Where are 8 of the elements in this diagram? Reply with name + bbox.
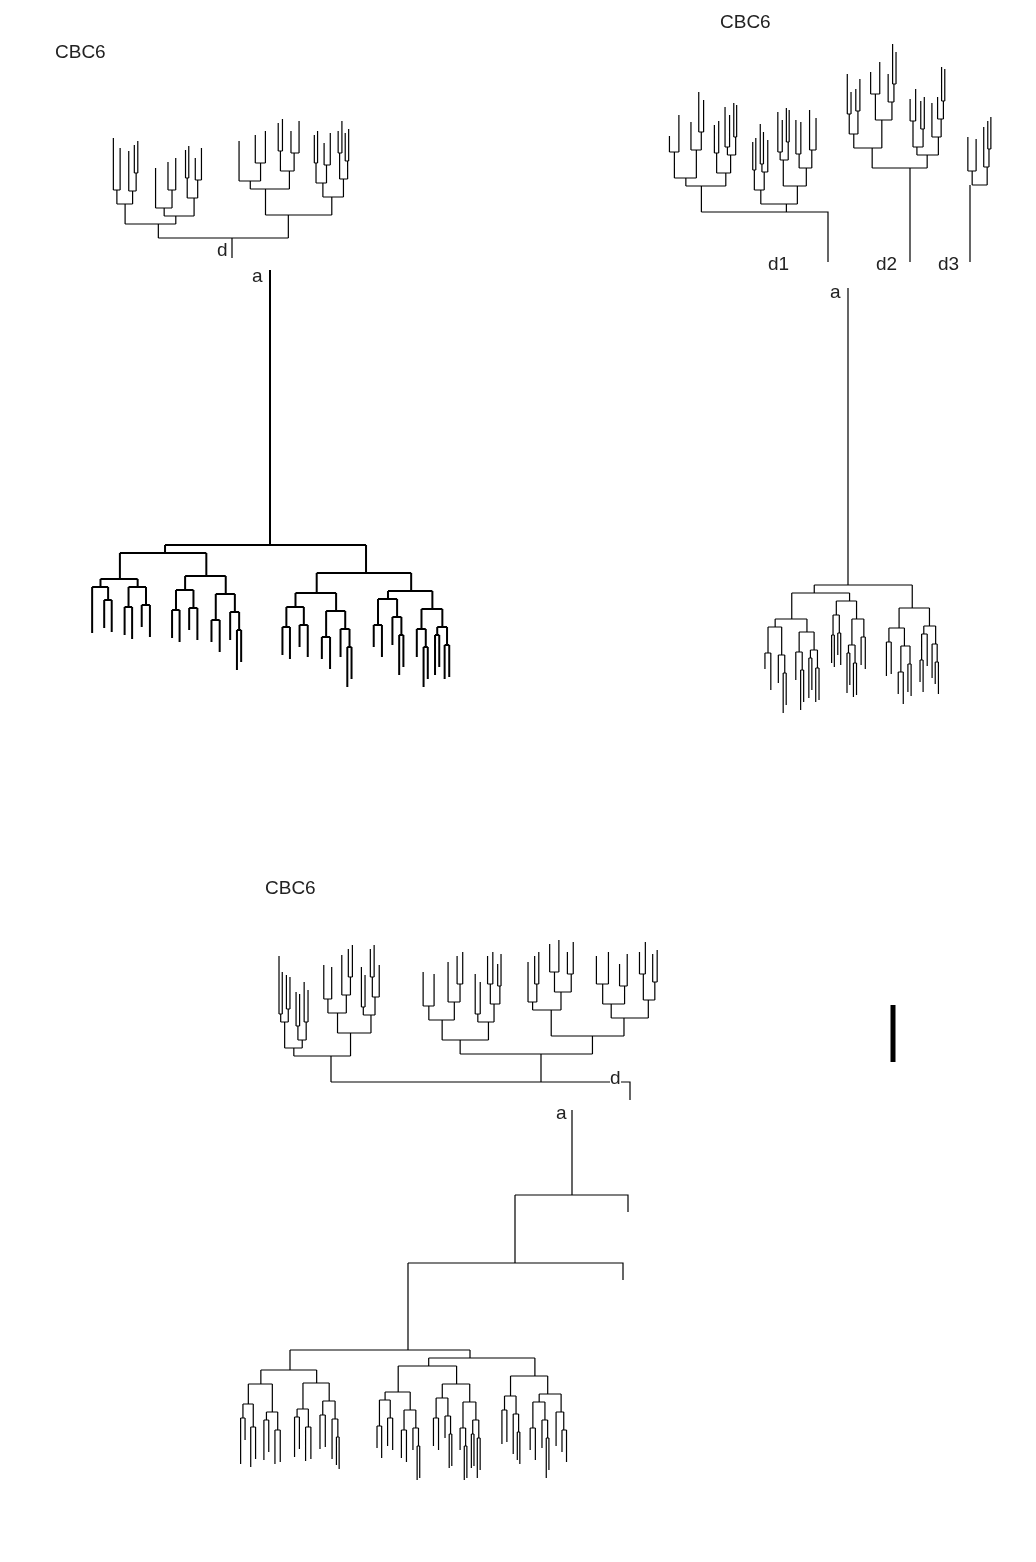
tree-label: CBC6 — [265, 878, 316, 897]
tree-label: d3 — [938, 254, 960, 273]
tree-label: d1 — [768, 254, 790, 273]
tree-label: CBC6 — [720, 12, 771, 31]
tree-label: d2 — [876, 254, 898, 273]
tree-label: d — [217, 240, 228, 259]
tree-label: CBC6 — [55, 42, 106, 61]
tree-label: d — [610, 1068, 621, 1087]
